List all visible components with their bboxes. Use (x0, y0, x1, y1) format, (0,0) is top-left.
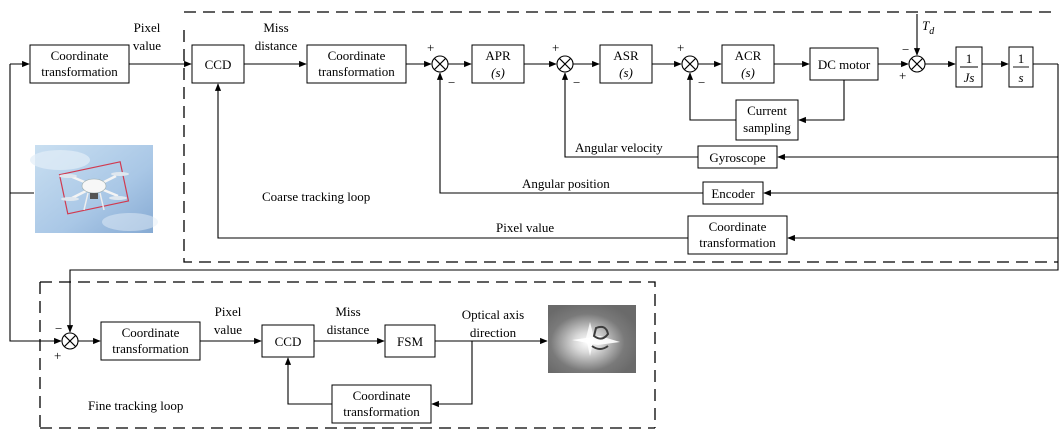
coarse-loop-frame (183, 30, 1058, 263)
current-sampling-line2: sampling (743, 120, 791, 135)
acr-label: ACR (735, 48, 762, 63)
label-miss-fine-2: distance (327, 322, 370, 337)
label-pixel-fine-2: value (214, 322, 242, 337)
coord-input-block: Coordinate transformation (29, 44, 130, 84)
integrator-num: 1 (1018, 51, 1025, 66)
label-disturbance: Td (922, 18, 935, 37)
asr-arg: (s) (619, 65, 633, 80)
label-coarse-loop: Coarse tracking loop (262, 189, 370, 204)
coord-coarse-feedback-line2: transformation (699, 235, 776, 250)
inertia-block: 1 Js (955, 46, 983, 88)
sign-sum4-plus: + (899, 68, 906, 83)
coord-fine-feedback-line2: transformation (343, 404, 420, 419)
ccd-fine-label: CCD (275, 334, 302, 349)
label-miss-top-2: distance (255, 38, 298, 53)
asr-block: ASR (s) (599, 44, 653, 84)
arrow-to-coord-fine-feedback (431, 341, 473, 408)
sum-apr (431, 55, 449, 73)
laser-spot-image (548, 305, 636, 373)
fsm-block: FSM (384, 324, 436, 358)
label-fine-loop: Fine tracking loop (88, 398, 183, 413)
fine-loop-frame (40, 281, 656, 428)
apr-label: APR (485, 48, 511, 63)
label-angular-position: Angular position (522, 176, 610, 191)
sum-asr (556, 55, 574, 73)
integrator-block: 1 s (1008, 46, 1034, 88)
ccd-coarse-label: CCD (205, 57, 232, 72)
sign-sum4-minus: − (902, 42, 909, 57)
coord-coarse-fwd-line1: Coordinate (328, 48, 386, 63)
arrow-coarse-to-fine (66, 238, 1059, 333)
input-bus (9, 64, 62, 345)
current-sampling-block: Current sampling (735, 99, 799, 141)
sign-sum1-plus: + (427, 40, 434, 55)
coord-fine-feedback-block: Coordinate transformation (331, 384, 432, 424)
coord-fine-fwd-line2: transformation (112, 341, 189, 356)
sign-sum2-plus: + (552, 40, 559, 55)
apr-arg: (s) (491, 65, 505, 80)
label-miss-fine-1: Miss (335, 304, 360, 319)
acr-arg: (s) (741, 65, 755, 80)
gyroscope-label: Gyroscope (709, 150, 766, 165)
ccd-fine-block: CCD (261, 324, 315, 358)
coord-coarse-feedback-block: Coordinate transformation (687, 215, 788, 255)
gyroscope-block: Gyroscope (697, 145, 778, 169)
ccd-coarse-block: CCD (191, 44, 245, 84)
arrow-current-to-sum3 (686, 72, 736, 121)
sum-fine (61, 332, 79, 350)
arrow-coord-feedback-to-ccd (214, 83, 688, 239)
label-angular-velocity: Angular velocity (575, 140, 663, 155)
sign-sum3-minus: − (698, 75, 705, 90)
fsm-label: FSM (397, 334, 423, 349)
coord-coarse-feedback-line1: Coordinate (709, 219, 767, 234)
label-pixel-top-2: value (133, 38, 161, 53)
sign-sum3-plus: + (677, 40, 684, 55)
current-sampling-line1: Current (747, 103, 787, 118)
dc-motor-block: DC motor (809, 47, 879, 81)
inertia-num: 1 (966, 51, 973, 66)
label-pixel-top-1: Pixel (134, 20, 161, 35)
apr-block: APR (s) (471, 44, 525, 84)
coord-input-line2: transformation (41, 64, 118, 79)
inertia-den: Js (964, 70, 975, 85)
label-pixel-fine-1: Pixel (215, 304, 242, 319)
integrator-den: s (1018, 70, 1023, 85)
coord-input-line1: Coordinate (51, 48, 109, 63)
sum-acr (681, 55, 699, 73)
label-pixel-feedback: Pixel value (496, 220, 554, 235)
sign-sum5-plus: + (54, 348, 61, 363)
coord-fine-feedback-line1: Coordinate (353, 388, 411, 403)
label-optical-axis-1: Optical axis (462, 307, 524, 322)
label-miss-top-1: Miss (263, 20, 288, 35)
acr-block: ACR (s) (721, 44, 775, 84)
coord-fine-fwd-line1: Coordinate (122, 325, 180, 340)
sign-sum1-minus: − (448, 75, 455, 90)
arrow-encoder-to-sum1 (436, 72, 703, 194)
sum-disturbance (908, 55, 926, 73)
drone-photo (30, 145, 158, 233)
sign-sum2-minus: − (573, 75, 580, 90)
coord-coarse-fwd-line2: transformation (318, 64, 395, 79)
encoder-block: Encoder (702, 181, 764, 205)
dc-motor-label: DC motor (818, 57, 871, 72)
arrow-motor-to-current (798, 80, 845, 124)
label-optical-axis-2: direction (470, 325, 517, 340)
coord-coarse-fwd-block: Coordinate transformation (306, 44, 407, 84)
asr-label: ASR (613, 48, 639, 63)
encoder-label: Encoder (711, 186, 755, 201)
arrow-gyroscope-to-sum2 (561, 72, 698, 158)
sign-sum5-minus: − (55, 321, 62, 336)
coord-fine-fwd-block: Coordinate transformation (100, 321, 201, 361)
arrow-coord-fine-feedback-to-ccd (284, 357, 332, 405)
